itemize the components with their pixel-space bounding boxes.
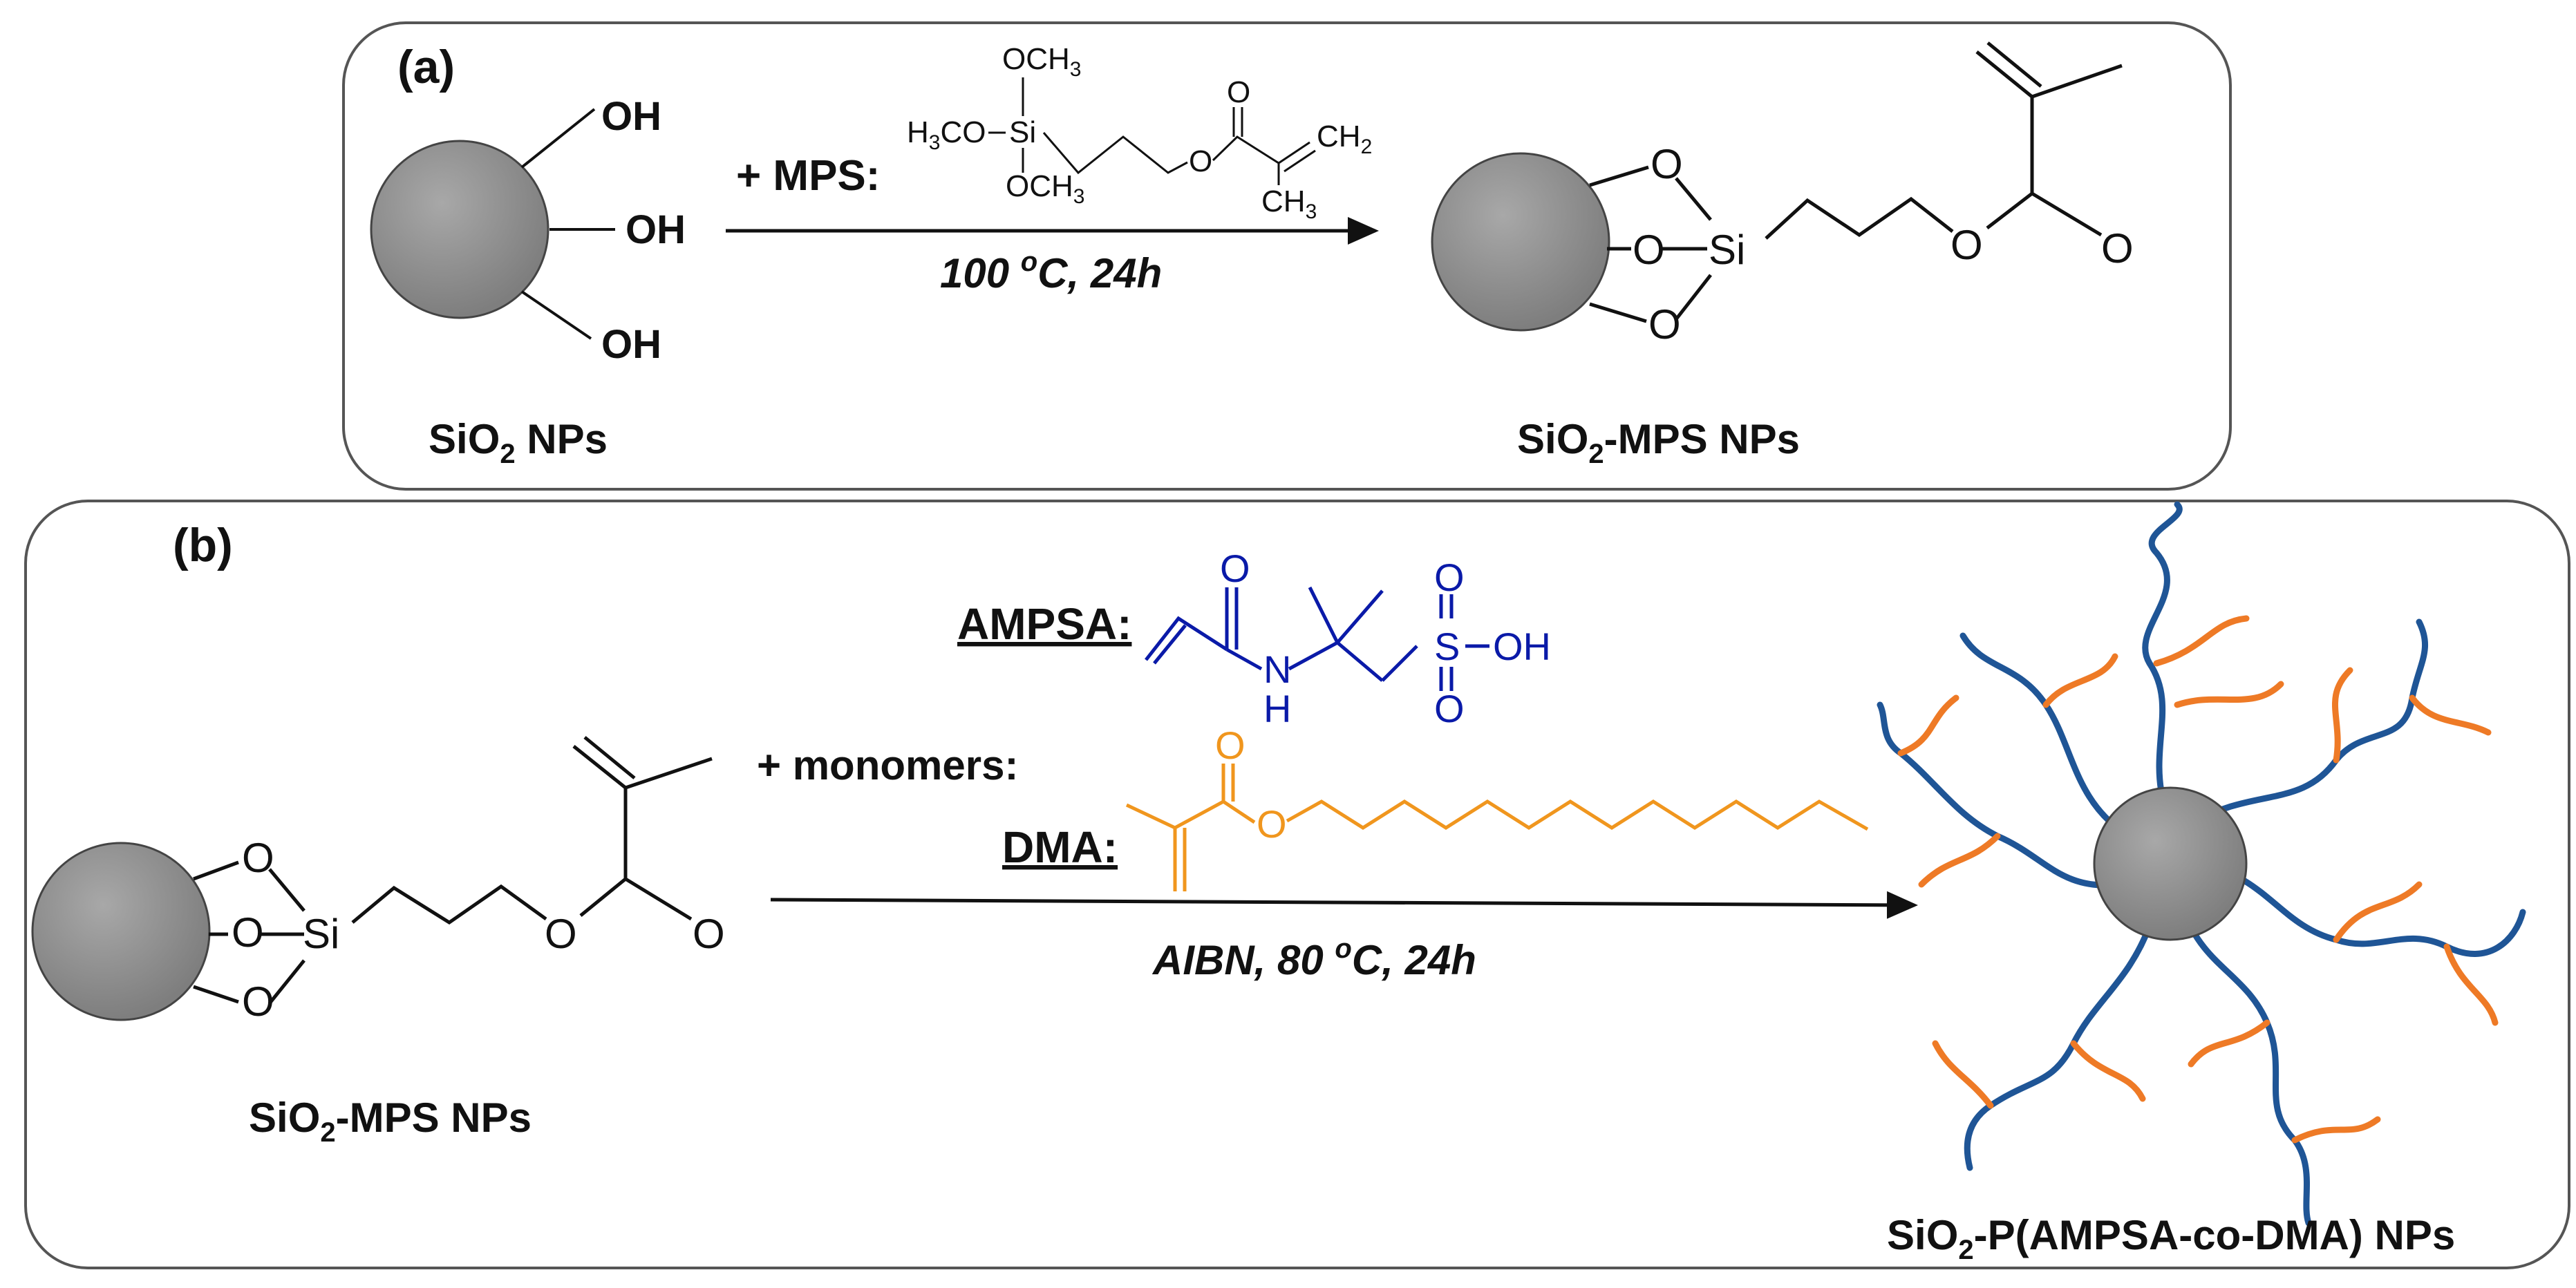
sio2-mps-np-label-b: SiO2-MPS NPs <box>249 1095 532 1148</box>
ampsa-carbonyl-oxygen: O <box>1220 547 1250 590</box>
product-oxygen-bottom: O <box>1648 301 1681 348</box>
sio2-np-label-a: SiO2 NPs <box>429 416 608 469</box>
panel-b: (b) O O O Si O O SiO2-MPS NPs + monomers… <box>24 500 2570 1269</box>
mps-bottom-group: OCH3 <box>1006 169 1084 208</box>
pdma-chains <box>1897 615 2499 1144</box>
mps-ester-oxygen: O <box>1189 144 1212 178</box>
mps-structure: OCH3 H3CO Si OCH3 O O CH2 CH3 <box>907 42 1372 223</box>
reactant-oxygen-top: O <box>242 835 274 881</box>
mps-silicon: Si <box>1009 115 1036 149</box>
dma-carbonyl-oxygen: O <box>1215 723 1245 767</box>
sio2-mps-particle-a: O O O Si O O <box>1431 41 2134 348</box>
reactant-oxygen-mid: O <box>232 909 264 956</box>
dma-name: DMA: <box>1002 822 1118 872</box>
hydroxyl-label-bottom: OH <box>601 322 661 367</box>
product-ester-oxygen: O <box>1950 222 1983 268</box>
ampsa-sulfur: S <box>1434 625 1460 668</box>
ampsa-nitrogen: N <box>1263 647 1291 691</box>
mps-carbonyl-oxygen: O <box>1227 75 1250 109</box>
ampsa-sulfonyl-oxygen-bottom: O <box>1434 687 1465 730</box>
product-silicon: Si <box>1709 227 1745 273</box>
ampsa-name: AMPSA: <box>957 599 1131 649</box>
product-oxygen-mid: O <box>1633 227 1665 273</box>
ampsa-structure <box>1145 586 1489 691</box>
sio2-mps-particle-b: O O O Si O O <box>31 736 725 1025</box>
reactant-carbonyl-oxygen: O <box>693 911 725 957</box>
mps-top-group: OCH3 <box>1002 42 1081 81</box>
dma-structure <box>1125 764 1869 891</box>
sio2-particle-a: OH OH OH <box>370 94 686 367</box>
sio2-copolymer-particle <box>1877 501 2526 1227</box>
mps-reagent-prefix: + MPS: <box>736 152 880 200</box>
product-carbonyl-oxygen: O <box>2101 225 2134 272</box>
mps-left-group: H3CO <box>907 115 986 154</box>
nanoparticle <box>2093 786 2248 941</box>
panel-a-frame <box>342 21 2232 491</box>
reactant-ester-oxygen: O <box>545 911 577 957</box>
monomers-prefix: + monomers: <box>757 742 1018 788</box>
panel-b-label: (b) <box>173 519 233 571</box>
panel-a: (a) OH OH OH SiO2 NPs + MPS: OCH3 H3CO S… <box>342 21 2232 491</box>
reactant-silicon: Si <box>303 911 339 957</box>
nanoparticle <box>31 842 211 1021</box>
ampsa-sulfonyl-oxygen-top: O <box>1434 556 1465 599</box>
hydroxyl-label-top: OH <box>601 94 661 139</box>
nanoparticle <box>370 140 549 319</box>
dma-ester-oxygen: O <box>1257 802 1287 846</box>
ampsa-hydrogen: H <box>1263 687 1291 730</box>
nanoparticle <box>1431 152 1610 332</box>
panel-a-label: (a) <box>397 41 455 93</box>
ampsa-atoms: O N H S O O OH <box>1220 547 1551 730</box>
mps-vinyl-group: CH2 <box>1317 120 1372 158</box>
sio2-copolymer-np-label: SiO2-P(AMPSA-co-DMA) NPs <box>1887 1212 2455 1265</box>
mps-methyl-group: CH3 <box>1261 184 1317 223</box>
conditions-b: AIBN, 80 oC, 24h <box>1151 934 1476 983</box>
dma-atoms: O O <box>1215 723 1287 846</box>
hydroxyl-label-mid: OH <box>626 207 686 252</box>
sio2-mps-np-label-a: SiO2-MPS NPs <box>1517 416 1800 469</box>
ampsa-hydroxyl: OH <box>1493 625 1551 668</box>
panel-b-frame <box>24 500 2570 1269</box>
reaction-arrow-b <box>770 891 1918 919</box>
conditions-a: 100 oC, 24h <box>940 247 1162 296</box>
